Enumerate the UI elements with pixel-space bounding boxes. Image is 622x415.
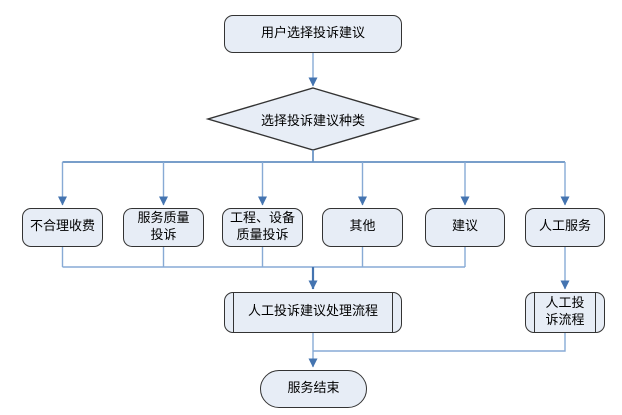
- node-category-other: 其他: [322, 208, 403, 247]
- node-process-manual-complaint-flow: 人工投 诉流程: [525, 292, 605, 333]
- node-process-manual-complaint-suggestion-handling: 人工投诉建议处理流程: [224, 292, 402, 333]
- node-category-unreasonable-fees: 不合理收费: [22, 208, 103, 247]
- node-category-service-quality-complaint: 服务质量 投诉: [123, 208, 204, 247]
- node-category-suggestion: 建议: [425, 208, 505, 247]
- node-start: 用户选择投诉建议: [224, 15, 402, 53]
- node-category-engineering-equipment-quality-complaint: 工程、设备 质量投诉: [222, 208, 303, 247]
- node-category-manual-service: 人工服务: [525, 208, 605, 247]
- node-decision: 选择投诉建议种类: [260, 113, 365, 129]
- node-end: 服务结束: [260, 370, 367, 408]
- connector-flow-to-join: [313, 333, 566, 352]
